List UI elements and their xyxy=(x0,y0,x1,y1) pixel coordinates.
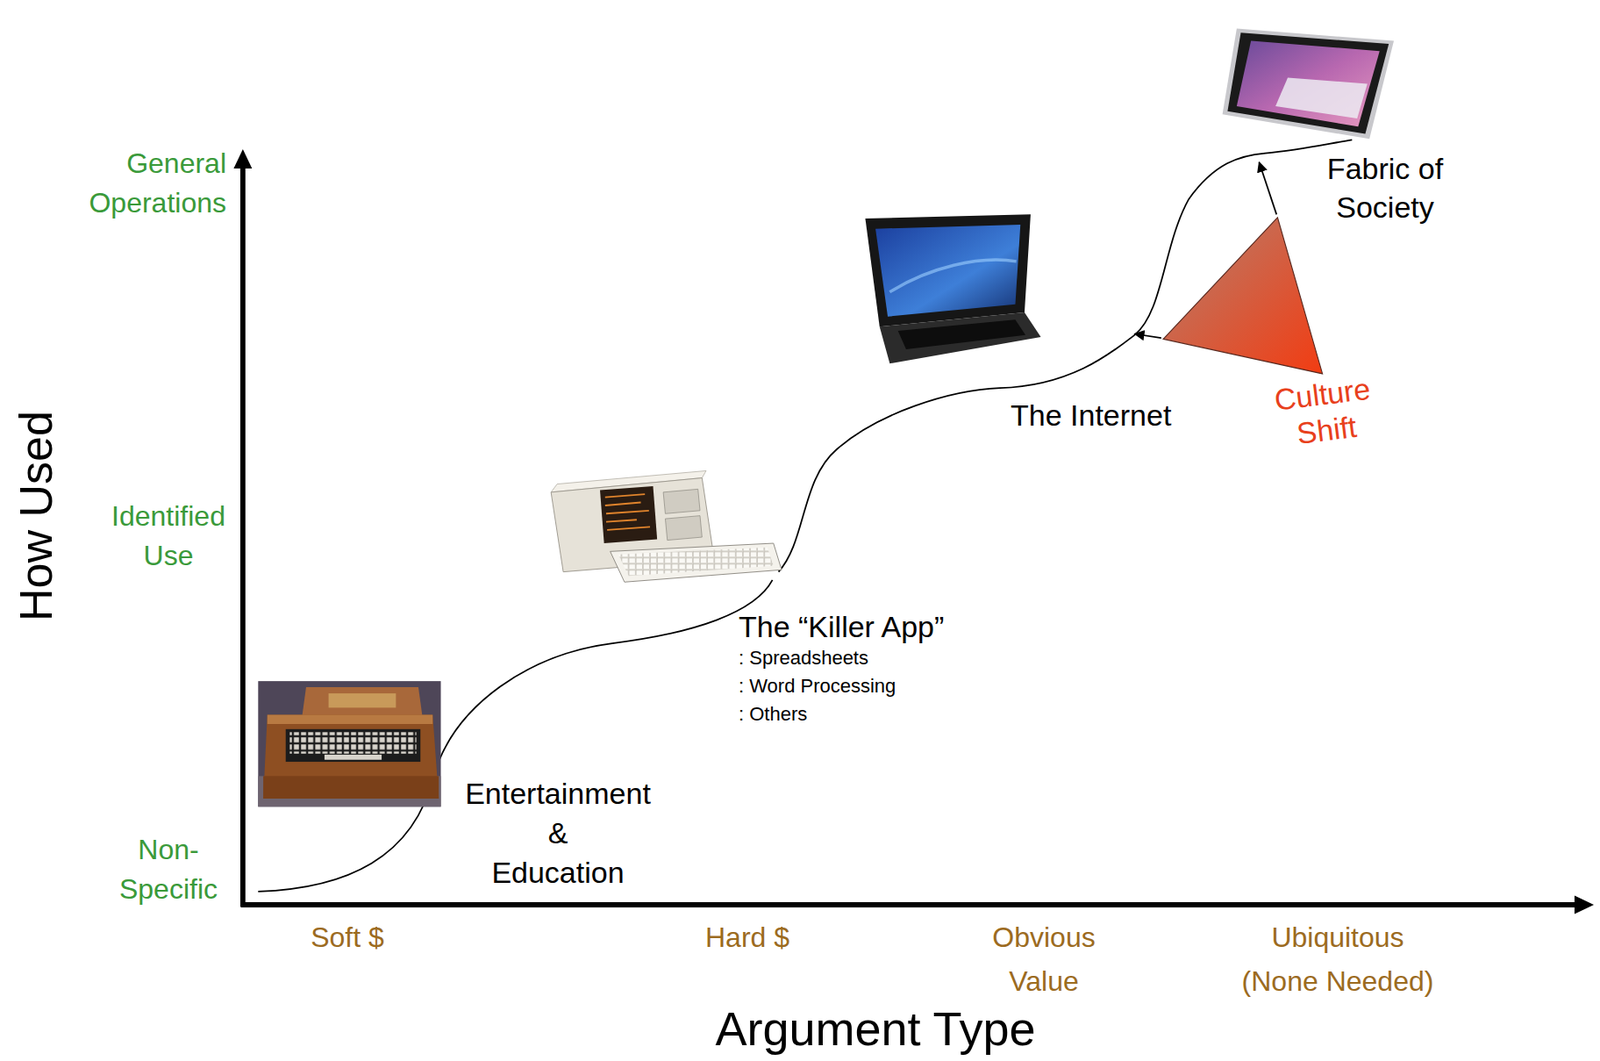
axis-title: Argument Type xyxy=(656,1004,1095,1052)
keyboard xyxy=(285,728,422,762)
keyboard xyxy=(610,542,782,582)
back-panel xyxy=(301,686,422,717)
y-axis xyxy=(240,165,246,908)
wood-case xyxy=(263,714,439,799)
case-bevel xyxy=(267,714,433,724)
adoption-curve xyxy=(257,139,1352,891)
tablet-keyboard xyxy=(1275,77,1368,119)
stage-label: The “Killer App” xyxy=(738,607,1002,646)
case-front xyxy=(263,775,439,799)
stage-example: : Word Processing xyxy=(738,671,967,700)
keys xyxy=(289,731,416,753)
laptop-keyboard xyxy=(898,319,1026,350)
axis-tick: Soft $ xyxy=(277,914,418,959)
laptop-screen xyxy=(875,224,1021,317)
laptop xyxy=(864,214,1041,364)
axis-title: How Used xyxy=(9,384,63,648)
stage-example: : Others xyxy=(738,700,967,729)
y-axis-arrowhead xyxy=(233,149,252,169)
desktop-computer xyxy=(550,470,782,582)
drive-bay xyxy=(663,488,700,514)
drive-bay xyxy=(664,515,702,541)
x-axis-arrowhead xyxy=(1574,894,1594,914)
stage-label: The Internet xyxy=(1010,395,1239,435)
x-axis xyxy=(241,901,1579,908)
stage-example: : Spreadsheets xyxy=(738,643,967,672)
axis-tick: Obvious Value xyxy=(973,914,1115,1003)
screen-text xyxy=(605,493,650,530)
apple-one-photo xyxy=(257,680,441,807)
tablet xyxy=(1222,28,1394,140)
plaque xyxy=(328,692,397,708)
screen-swoosh xyxy=(889,259,1016,293)
shift-arrow xyxy=(1258,162,1277,215)
callout-label: Culture Shift xyxy=(1259,369,1391,456)
tablet-rim xyxy=(1222,28,1394,140)
tablet-screen xyxy=(1236,41,1380,128)
screen xyxy=(600,485,658,543)
tablet-bezel xyxy=(1227,32,1389,134)
axis-level: General Operations xyxy=(59,143,227,223)
stage-label: Entertainment & Education xyxy=(457,773,659,893)
lid xyxy=(864,214,1030,327)
keys xyxy=(618,547,774,577)
axis-level: Identified Use xyxy=(93,496,243,576)
shift-arrow xyxy=(1135,334,1162,339)
stage-label: Fabric of Society xyxy=(1319,149,1451,227)
axis-level: Non-Specific xyxy=(98,829,239,909)
laptop-base xyxy=(879,312,1042,364)
photo-ground xyxy=(257,680,441,807)
culture-shift-triangle xyxy=(1163,217,1322,374)
axis-tick: Ubiquitous (None Needed) xyxy=(1235,914,1440,1003)
photo-floor xyxy=(257,775,441,807)
axis-tick: Hard $ xyxy=(677,914,818,959)
space-bar xyxy=(324,754,382,760)
